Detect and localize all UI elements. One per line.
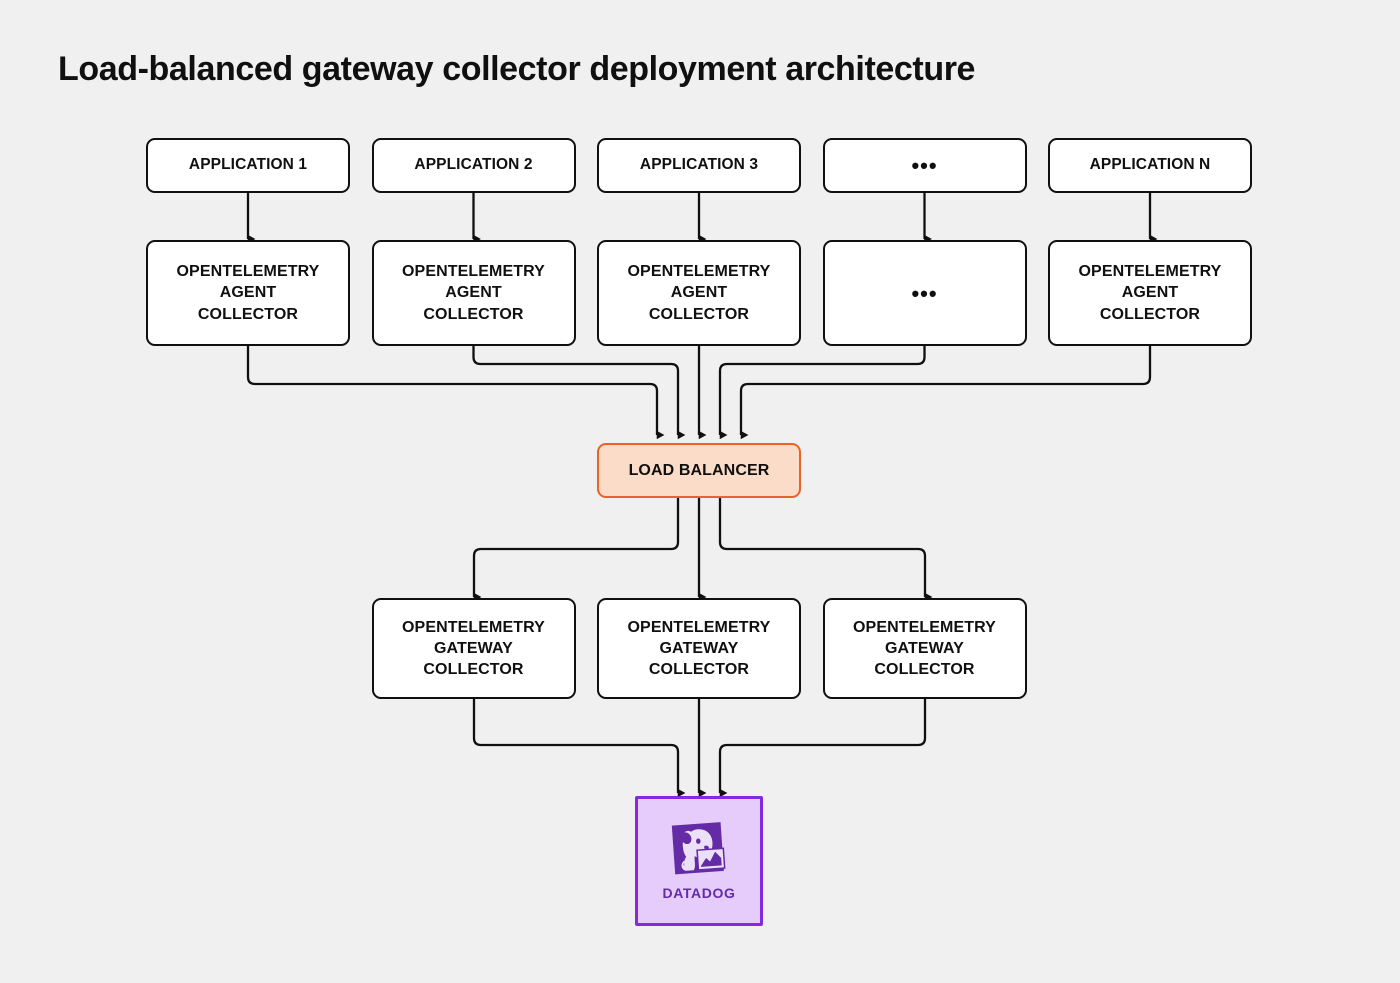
node-application-ellipsis[interactable]: ••• <box>822 138 1027 193</box>
datadog-logo-icon <box>671 821 726 875</box>
node-gateway-collector-3[interactable]: OPENTELEMETRY GATEWAY COLLECTOR <box>822 598 1027 699</box>
node-label: APPLICATION 2 <box>414 156 533 174</box>
edge-gateway-1-to-datadog <box>472 699 686 798</box>
node-label: OPENTELEMETRY AGENT COLLECTOR <box>1078 263 1222 323</box>
edge-lb-to-gateway-3 <box>718 498 933 602</box>
node-label: APPLICATION 3 <box>639 156 759 174</box>
node-label: OPENTELEMETRY GATEWAY COLLECTOR <box>402 618 545 679</box>
node-label: OPENTELEMETRY GATEWAY COLLECTOR <box>853 618 996 679</box>
node-application-3[interactable]: APPLICATION 3 <box>597 138 801 193</box>
node-label: OPENTELEMETRY GATEWAY COLLECTOR <box>627 618 771 679</box>
node-application-n[interactable]: APPLICATION N <box>1048 138 1252 193</box>
edge-lb-to-gateway-1 <box>472 498 680 602</box>
edge-agent-ellipsis-to-lb <box>718 346 926 440</box>
node-agent-collector-ellipsis[interactable]: ••• <box>822 240 1027 346</box>
node-application-1[interactable]: APPLICATION 1 <box>146 138 350 193</box>
node-label: APPLICATION N <box>1089 156 1211 174</box>
node-label: APPLICATION 1 <box>188 156 308 174</box>
edge-agent-n-to-lb <box>739 346 1152 440</box>
node-label: OPENTELEMETRY AGENT COLLECTOR <box>627 263 771 323</box>
node-application-2[interactable]: APPLICATION 2 <box>371 138 576 193</box>
node-agent-collector-1[interactable]: OPENTELEMETRY AGENT COLLECTOR <box>146 240 350 346</box>
ellipsis-icon: ••• <box>911 280 938 306</box>
page-title: Load-balanced gateway collector deployme… <box>58 50 976 88</box>
node-label: OPENTELEMETRY AGENT COLLECTOR <box>402 263 545 323</box>
node-label: OPENTELEMETRY AGENT COLLECTOR <box>176 263 320 323</box>
node-load-balancer[interactable]: LOAD BALANCER <box>597 443 801 498</box>
node-agent-collector-3[interactable]: OPENTELEMETRY AGENT COLLECTOR <box>597 240 801 346</box>
edge-agent-1-to-lb <box>246 346 665 440</box>
edge-gateway-3-to-datadog <box>718 699 927 798</box>
node-label: LOAD BALANCER <box>628 461 770 479</box>
node-agent-collector-2[interactable]: OPENTELEMETRY AGENT COLLECTOR <box>371 240 576 346</box>
node-gateway-collector-2[interactable]: OPENTELEMETRY GATEWAY COLLECTOR <box>597 598 801 699</box>
datadog-wordmark: DATADOG <box>662 884 736 901</box>
ellipsis-icon: ••• <box>911 153 938 178</box>
node-agent-collector-n[interactable]: OPENTELEMETRY AGENT COLLECTOR <box>1048 240 1252 346</box>
node-gateway-collector-1[interactable]: OPENTELEMETRY GATEWAY COLLECTOR <box>371 598 576 699</box>
node-datadog[interactable]: DATADOG <box>635 796 763 926</box>
edge-agent-2-to-lb <box>472 346 686 440</box>
